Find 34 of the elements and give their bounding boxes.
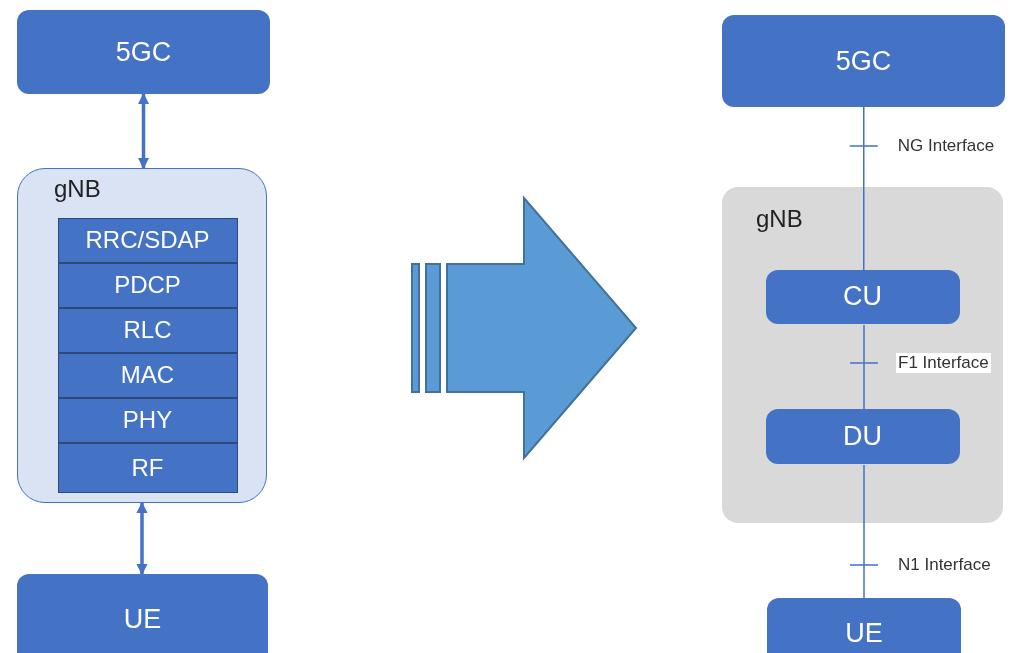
protocol-layer-box xyxy=(57,397,238,443)
protocol-layer-box xyxy=(57,217,238,263)
edge-label: F1 Interface xyxy=(896,353,991,373)
group-title: gNB xyxy=(756,205,803,233)
network-box xyxy=(765,269,960,324)
box-label: MAC xyxy=(120,361,175,389)
group-title: gNB xyxy=(54,175,101,203)
box-label: RF xyxy=(131,453,164,482)
box-label: 5GC xyxy=(115,36,172,68)
connector xyxy=(137,92,150,170)
network-box xyxy=(722,15,1005,107)
box-label: PDCP xyxy=(114,271,181,299)
box-label: UE xyxy=(845,617,883,649)
protocol-layer-box xyxy=(57,262,238,308)
box-label: CU xyxy=(843,281,882,312)
network-box xyxy=(767,598,961,653)
network-box xyxy=(765,408,960,464)
gnb-container xyxy=(722,187,1003,523)
box-label: 5GC xyxy=(835,45,892,77)
box-label: PHY xyxy=(122,406,173,434)
network-box xyxy=(17,574,268,653)
protocol-layer-box xyxy=(57,307,238,353)
protocol-layer-box xyxy=(57,352,238,398)
protocol-layer-box xyxy=(57,442,238,493)
connector xyxy=(849,324,879,411)
box-label: RRC/SDAP xyxy=(85,226,210,254)
box-label: RLC xyxy=(123,316,172,344)
connector xyxy=(849,106,879,272)
network-box xyxy=(17,10,270,94)
box-label: UE xyxy=(123,603,162,635)
connector xyxy=(849,464,879,599)
box-label: DU xyxy=(843,420,882,452)
connector xyxy=(136,501,148,576)
gnb-container xyxy=(17,168,267,503)
